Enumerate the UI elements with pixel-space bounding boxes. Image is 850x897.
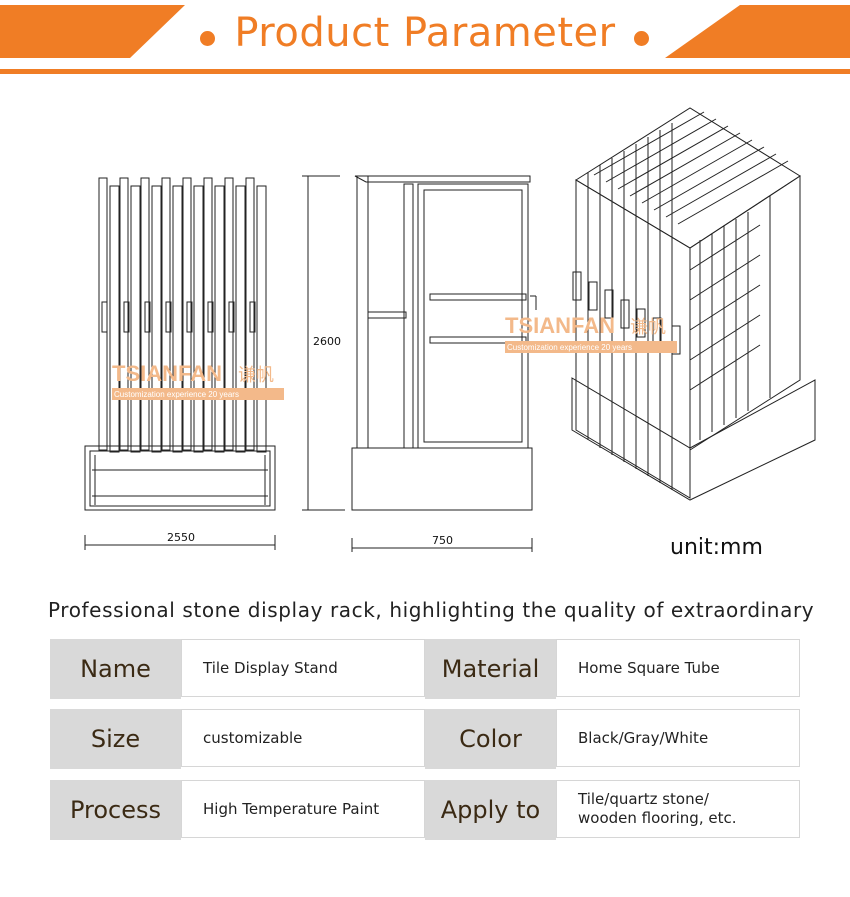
spec-value: customizable	[181, 709, 425, 767]
watermark-sub-right: Customization experience 20 years	[507, 343, 632, 352]
spec-label: Color	[425, 709, 556, 769]
bullet-dot-right	[634, 31, 649, 46]
technical-drawing: 2550 2600 750 TSIANFAN 谦帆 Customization …	[0, 90, 850, 570]
banner-graphic	[0, 5, 850, 74]
rack-drawings: 2550 2600 750 TSIANFAN 谦帆 Customization …	[84, 107, 816, 552]
spec-value: Home Square Tube	[556, 639, 800, 697]
spec-label: Name	[50, 639, 181, 699]
watermark-cn-right: 谦帆	[630, 317, 666, 337]
watermark-band-right	[505, 341, 677, 353]
spec-value: Tile Display Stand	[181, 639, 425, 697]
watermark-brand-right: TSIANFAN	[505, 313, 615, 338]
isometric-view	[571, 107, 816, 501]
dimension-depth-label: 750	[432, 534, 453, 547]
watermark-brand-left: TSIANFAN	[112, 361, 222, 386]
header-banner: Product Parameter	[0, 0, 850, 80]
side-view	[351, 175, 537, 511]
spec-row: Size customizable Color Black/Gray/White	[50, 709, 800, 769]
page-title: Product Parameter	[234, 10, 616, 56]
watermark-sub-left: Customization experience 20 years	[114, 390, 239, 399]
spec-label: Apply to	[425, 780, 556, 840]
spec-value: High Temperature Paint	[181, 780, 425, 838]
watermark-cn-left: 谦帆	[238, 365, 274, 385]
spec-row: Process High Temperature Paint Apply to …	[50, 780, 800, 840]
tagline: Professional stone display rack, highlig…	[48, 598, 815, 622]
watermark-band-left	[112, 388, 284, 400]
spec-value: Tile/quartz stone/ wooden flooring, etc.	[556, 780, 800, 838]
bullet-dot-left	[200, 31, 215, 46]
dimension-height-label: 2600	[313, 335, 341, 348]
spec-value: Black/Gray/White	[556, 709, 800, 767]
dimension-width-label: 2550	[167, 531, 195, 544]
spec-label: Process	[50, 780, 181, 840]
spec-label: Material	[425, 639, 556, 699]
unit-label: unit:mm	[670, 535, 763, 560]
spec-row: Name Tile Display Stand Material Home Sq…	[50, 639, 800, 699]
front-view	[84, 177, 276, 511]
spec-label: Size	[50, 709, 181, 769]
